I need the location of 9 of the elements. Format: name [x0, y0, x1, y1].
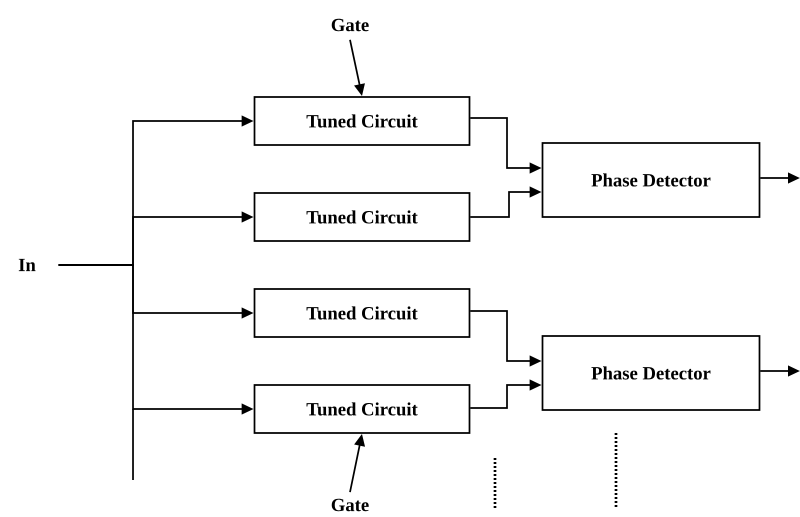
block-box: Tuned Circuit: [254, 96, 470, 146]
terminal-label: In: [18, 258, 36, 272]
terminal-label: Gate: [332, 18, 369, 32]
block-box: Phase Detector: [542, 335, 760, 411]
block-box: Tuned Circuit: [254, 192, 470, 242]
block-box: Tuned Circuit: [254, 288, 470, 338]
block-box: Tuned Circuit: [254, 384, 470, 434]
terminal-label: Gate: [332, 498, 369, 512]
block-box: Phase Detector: [542, 142, 760, 218]
